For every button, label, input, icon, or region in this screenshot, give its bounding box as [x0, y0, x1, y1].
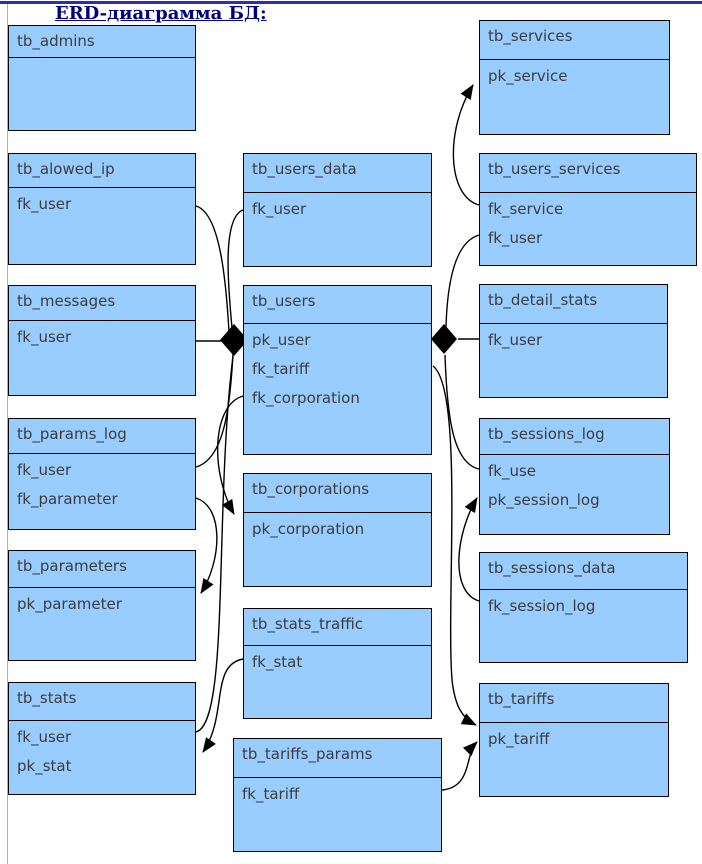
table-box-tb_stats_traffic: tb_stats_traffic fk_stat: [243, 608, 432, 719]
table-fields: fk_tariff: [234, 778, 441, 814]
table-box-tb_users_data: tb_users_data fk_user: [243, 153, 432, 267]
table-fields: pk_service: [480, 60, 669, 96]
table-field: fk_corporation: [252, 389, 360, 407]
table-title: tb_services: [480, 21, 669, 60]
table-box-tb_users: tb_users pk_user fk_tariff fk_corporation: [243, 285, 432, 455]
table-title: tb_tariffs: [480, 684, 668, 723]
table-title: tb_users_data: [244, 154, 431, 193]
table-fields: fk_user fk_parameter: [9, 454, 195, 519]
table-box-tb_alowed_ip: tb_alowed_ip fk_user: [8, 153, 196, 265]
relation-diamond-connector: [220, 324, 248, 356]
table-fields: fk_service fk_user: [480, 193, 696, 258]
table-field: fk_tariff: [252, 360, 310, 378]
table-field: fk_user: [17, 728, 72, 746]
relation-connector: [445, 234, 480, 328]
table-title: tb_sessions_log: [480, 419, 669, 455]
table-box-tb_stats: tb_stats fk_user pk_stat: [8, 682, 196, 795]
page-title: ERD-диаграмма БД:: [55, 3, 267, 24]
table-fields: fk_user: [480, 324, 667, 360]
table-fields: fk_user pk_stat: [9, 721, 195, 786]
table-field: fk_user: [17, 328, 72, 346]
table-title: tb_admins: [9, 26, 195, 58]
relation-connector: [195, 205, 230, 333]
table-title: tb_alowed_ip: [9, 154, 195, 188]
table-title: tb_tariffs_params: [234, 739, 441, 778]
table-title: tb_stats: [9, 683, 195, 721]
table-box-tb_users_services: tb_users_services fk_service fk_user: [479, 153, 697, 266]
table-fields: fk_stat: [244, 646, 431, 682]
table-title: tb_stats_traffic: [244, 609, 431, 646]
table-title: tb_sessions_data: [480, 553, 687, 590]
relation-connector: [195, 497, 218, 594]
table-field: pk_stat: [17, 757, 72, 775]
table-box-tb_sessions_log: tb_sessions_log fk_use pk_session_log: [479, 418, 670, 535]
table-field: fk_parameter: [17, 490, 118, 508]
relation-connector: [432, 365, 477, 726]
table-fields: pk_user fk_tariff fk_corporation: [244, 324, 431, 418]
table-field: fk_user: [252, 200, 307, 218]
relation-connector: [227, 209, 244, 329]
table-box-tb_tariffs: tb_tariffs pk_tariff: [479, 683, 669, 797]
relation-connector: [444, 354, 480, 470]
page-margin-rule: [7, 4, 8, 864]
table-field: fk_user: [488, 331, 543, 349]
table-field: pk_user: [252, 331, 311, 349]
table-field: fk_use: [488, 462, 537, 480]
table-title: tb_params_log: [9, 419, 195, 454]
table-field: fk_user: [17, 195, 72, 213]
table-fields: fk_user: [9, 188, 195, 224]
table-field: fk_stat: [252, 653, 303, 671]
table-box-tb_detail_stats: tb_detail_stats fk_user: [479, 284, 668, 398]
relation-connector: [195, 355, 234, 733]
table-field: pk_parameter: [17, 595, 122, 613]
table-fields: fk_user: [244, 193, 431, 229]
table-box-tb_corporations: tb_corporations pk_corporation: [243, 473, 432, 587]
table-box-tb_messages: tb_messages fk_user: [8, 285, 196, 396]
table-title: tb_corporations: [244, 474, 431, 513]
table-box-tb_admins: tb_admins: [8, 25, 196, 131]
table-field: pk_service: [488, 67, 568, 85]
table-title: tb_users_services: [480, 154, 696, 193]
relation-connector: [216, 395, 244, 515]
table-field: pk_session_log: [488, 491, 600, 509]
relation-connector: [458, 497, 480, 602]
table-fields: fk_use pk_session_log: [480, 455, 669, 520]
relation-connector: [441, 741, 478, 791]
table-field: fk_tariff: [242, 785, 300, 803]
table-fields: fk_session_log: [480, 590, 687, 626]
top-rule: [0, 1, 702, 4]
relation-connector: [452, 84, 480, 206]
table-field: fk_user: [488, 229, 543, 247]
table-fields: pk_corporation: [244, 513, 431, 549]
table-field: pk_tariff: [488, 730, 550, 748]
table-field: fk_session_log: [488, 597, 596, 615]
table-box-tb_sessions_data: tb_sessions_data fk_session_log: [479, 552, 688, 663]
relation-diamond-connector: [431, 324, 457, 354]
table-field: fk_user: [17, 461, 72, 479]
table-fields: pk_parameter: [9, 588, 195, 624]
table-box-tb_parameters: tb_parameters pk_parameter: [8, 550, 196, 661]
relation-connector: [202, 658, 244, 753]
table-title: tb_parameters: [9, 551, 195, 588]
table-title: tb_detail_stats: [480, 285, 667, 324]
table-fields: fk_user: [9, 321, 195, 357]
table-fields: [9, 58, 195, 65]
table-box-tb_services: tb_services pk_service: [479, 20, 670, 135]
table-box-tb_params_log: tb_params_log fk_user fk_parameter: [8, 418, 196, 530]
table-fields: pk_tariff: [480, 723, 668, 759]
table-field: fk_service: [488, 200, 564, 218]
table-title: tb_users: [244, 286, 431, 324]
table-box-tb_tariffs_params: tb_tariffs_params fk_tariff: [233, 738, 442, 852]
table-title: tb_messages: [9, 286, 195, 321]
table-field: pk_corporation: [252, 520, 365, 538]
